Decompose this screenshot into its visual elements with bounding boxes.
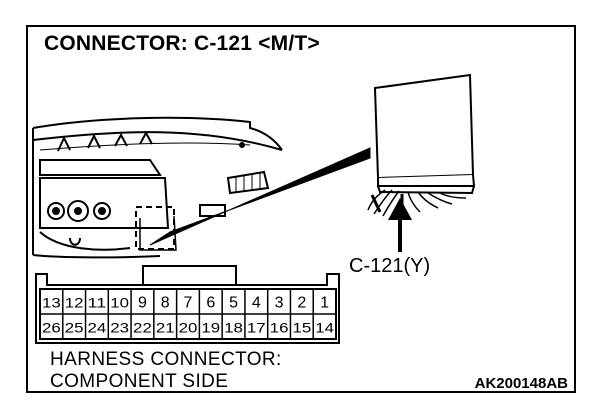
pin-label-12: 12 — [65, 295, 84, 311]
pin-label-25: 25 — [65, 320, 84, 336]
pin-label-22: 22 — [133, 320, 152, 336]
pin-label-21: 21 — [156, 320, 175, 336]
pin-label-4: 4 — [252, 295, 261, 312]
diagram-frame — [26, 25, 576, 393]
pin-label-23: 23 — [110, 320, 129, 336]
pin-label-14: 14 — [315, 320, 334, 336]
caption-line-1: HARNESS CONNECTOR: — [50, 349, 282, 370]
pin-label-5: 5 — [229, 295, 238, 312]
pin-label-11: 11 — [88, 295, 107, 311]
pin-label-2: 2 — [297, 295, 306, 312]
connector-callout-label: C-121(Y) — [349, 255, 431, 277]
pin-label-6: 6 — [206, 295, 215, 312]
pin-label-16: 16 — [270, 320, 289, 336]
up-arrow-icon — [388, 198, 412, 252]
pin-label-7: 7 — [184, 295, 193, 312]
pin-label-26: 26 — [42, 320, 61, 336]
pin-label-10: 10 — [110, 295, 129, 311]
pin-label-24: 24 — [88, 320, 107, 336]
wire-harness — [367, 189, 467, 217]
caption-line-2: COMPONENT SIDE — [50, 371, 229, 392]
pin-label-9: 9 — [138, 295, 147, 312]
pin-label-19: 19 — [201, 320, 220, 336]
pin-label-18: 18 — [224, 320, 243, 336]
ecu-module-illustration — [373, 73, 476, 195]
projection-beam — [149, 147, 371, 246]
pin-label-8: 8 — [161, 295, 170, 312]
diagram-title: CONNECTOR: C-121 <M/T> — [44, 32, 320, 55]
pin-label-1: 1 — [320, 295, 329, 312]
pin-label-17: 17 — [247, 320, 266, 336]
pin-label-15: 15 — [292, 320, 311, 336]
pin-label-20: 20 — [179, 320, 198, 336]
figure-code: AK200148AB — [474, 375, 568, 392]
dashboard-illustration — [32, 116, 283, 259]
pin-label-3: 3 — [275, 295, 284, 312]
harness-connector-face — [35, 265, 340, 344]
pin-label-13: 13 — [42, 295, 61, 311]
